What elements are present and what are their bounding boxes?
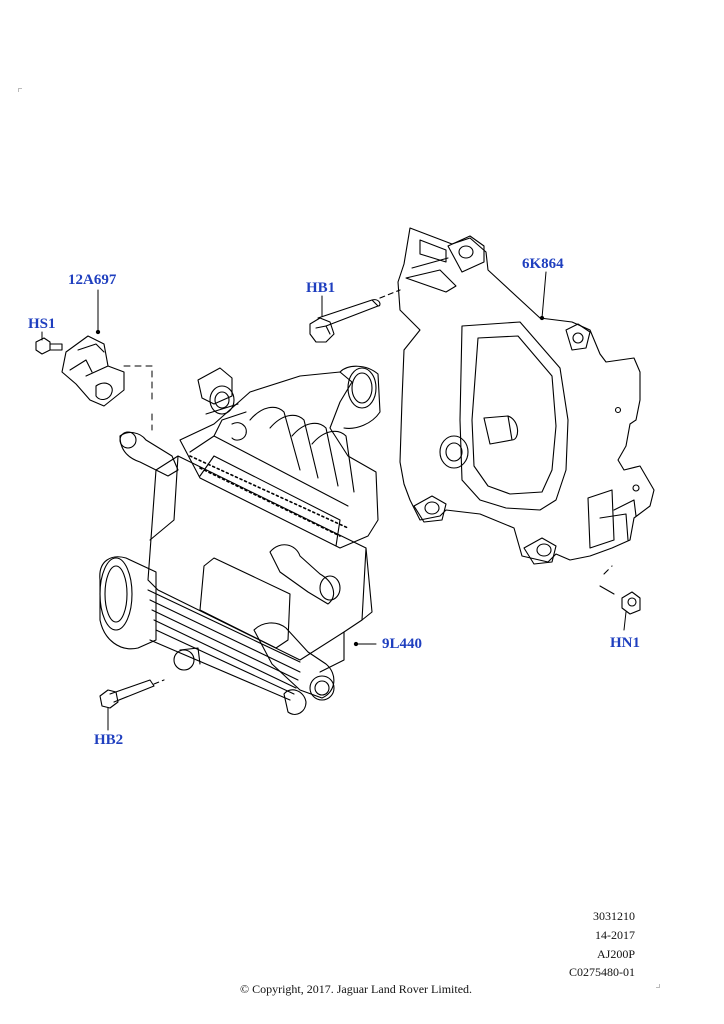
callout-hn1[interactable]: HN1	[610, 635, 640, 651]
callout-hb1[interactable]: HB1	[306, 280, 336, 296]
copyright-notice: © Copyright, 2017. Jaguar Land Rover Lim…	[239, 982, 473, 996]
intercooler-9l440	[99, 365, 381, 715]
leader-hn1	[623, 611, 627, 631]
corner-mark	[18, 88, 22, 92]
callout-6k864[interactable]: 6K864	[522, 256, 564, 272]
sensor-12a697	[61, 335, 125, 407]
callout-9l440[interactable]: 9L440	[382, 636, 423, 652]
model-code: AJ200P	[596, 947, 635, 961]
corner-mark	[656, 984, 660, 988]
bolt-hb2	[99, 679, 165, 709]
bolt-hb1	[309, 289, 401, 343]
nut-hn1	[599, 565, 641, 615]
callout-hb2[interactable]: HB2	[94, 732, 124, 748]
drawing-reference: C0275480-01	[569, 965, 635, 979]
bracket-6k864	[397, 227, 655, 565]
illustration-date: 14-2017	[595, 928, 635, 942]
callout-12a697[interactable]: 12A697	[68, 272, 117, 288]
screw-hs1	[35, 337, 63, 355]
callout-hs1[interactable]: HS1	[28, 316, 56, 332]
leader-6k864	[541, 271, 547, 319]
illustration-number: 3031210	[593, 909, 635, 923]
